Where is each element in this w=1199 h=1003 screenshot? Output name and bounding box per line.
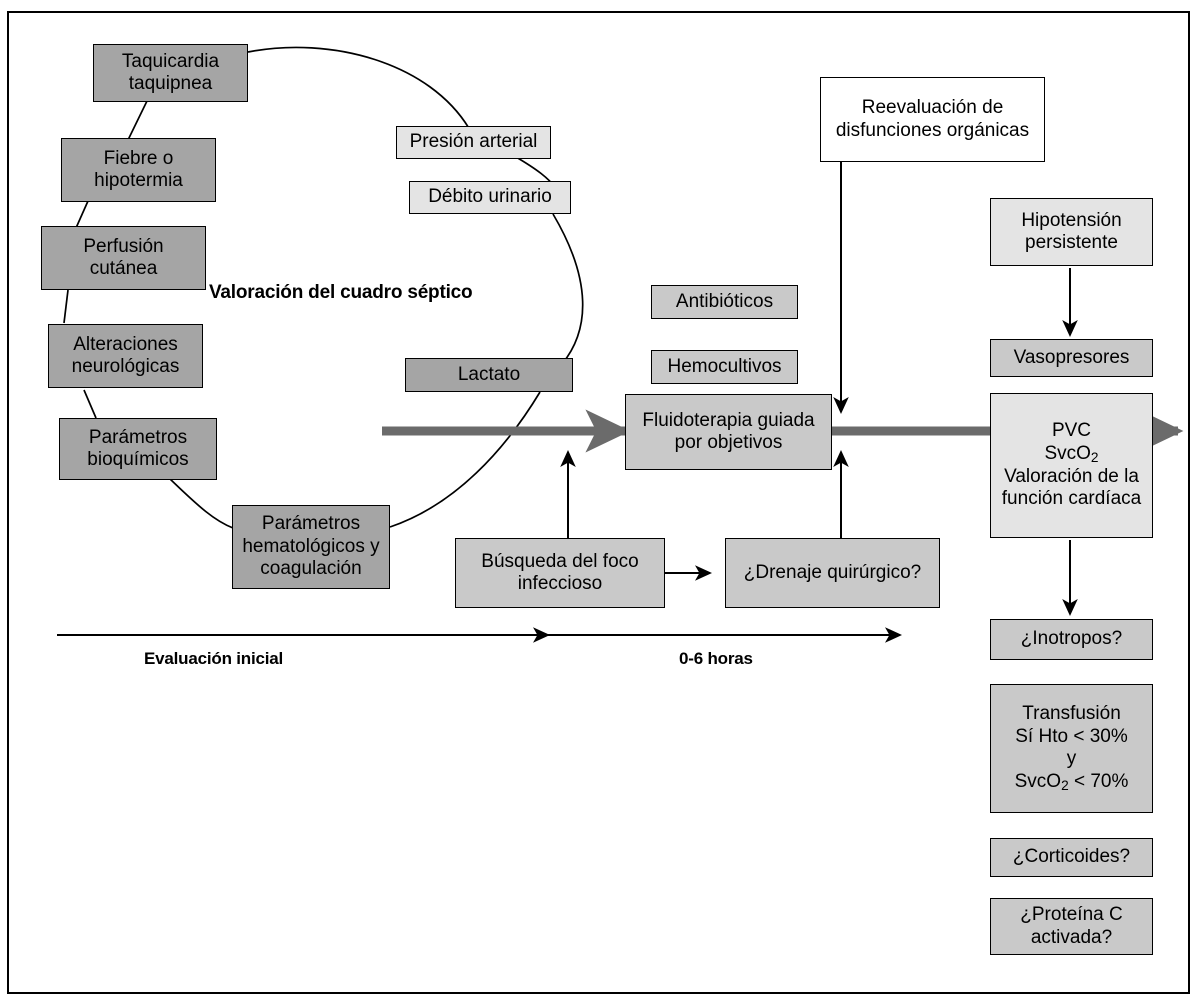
node-proteina-c-activada: ¿Proteína C activada? [990, 898, 1153, 955]
node-lactato: Lactato [405, 358, 573, 392]
node-parametros-hematologicos: Parámetros hematológicos y coagulación [232, 505, 390, 589]
node-parametros-bioquimicos: Parámetros bioquímicos [59, 418, 217, 480]
node-taquicardia-taquipnea: Taquicardia taquipnea [93, 44, 248, 102]
node-corticoides: ¿Corticoides? [990, 838, 1153, 877]
timeline-label-0-6-horas: 0-6 horas [679, 649, 753, 668]
node-fiebre-hipotermia: Fiebre o hipotermia [61, 138, 216, 202]
node-inotropos: ¿Inotropos? [990, 619, 1153, 660]
node-presion-arterial: Presión arterial [396, 126, 551, 159]
node-vasopresores: Vasopresores [990, 339, 1153, 377]
node-fluidoterapia-guiada: Fluidoterapia guiada por objetivos [625, 394, 832, 470]
node-hemocultivos: Hemocultivos [651, 350, 798, 384]
node-drenaje-quirurgico: ¿Drenaje quirúrgico? [725, 538, 940, 608]
node-hipotension-persistente: Hipotensión persistente [990, 198, 1153, 266]
node-perfusion-cutanea: Perfusión cutánea [41, 226, 206, 290]
node-alteraciones-neurologicas: Alteraciones neurológicas [48, 324, 203, 388]
node-debito-urinario: Débito urinario [409, 181, 571, 214]
timeline-label-evaluacion-inicial: Evaluación inicial [144, 649, 284, 668]
node-antibioticos: Antibióticos [651, 285, 798, 319]
node-reevaluacion-disfunciones: Reevaluación de disfunciones orgánicas [820, 77, 1045, 162]
node-busqueda-foco-infeccioso: Búsqueda del foco infeccioso [455, 538, 665, 608]
assessment-cycle-caption: Valoración del cuadro séptico [209, 282, 473, 303]
figure-border [7, 11, 1190, 994]
